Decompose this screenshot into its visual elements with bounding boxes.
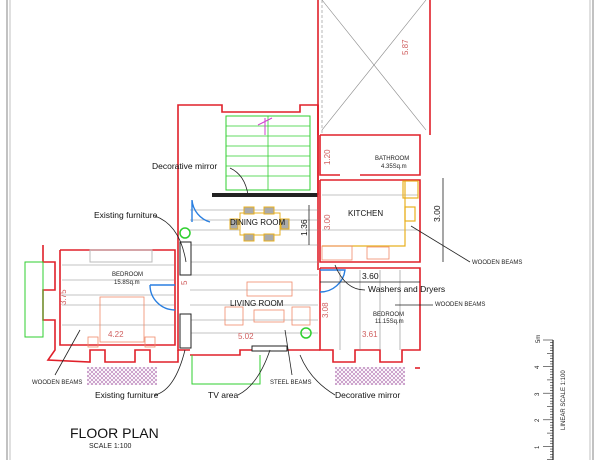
staircase <box>177 104 319 197</box>
annotation-existing-furniture-bottom: Existing furniture <box>95 390 159 400</box>
door-bedroom-right <box>319 269 346 293</box>
room-bedroom-right-area: 11.15Sq.m <box>375 319 404 325</box>
kitchen-furniture <box>321 180 419 261</box>
beam-lines <box>62 194 418 350</box>
drawing-scale: SCALE 1:100 <box>89 443 132 450</box>
linear-scale: 5m 4 3 2 1 LINEAR SCALE 1:100 <box>535 335 567 460</box>
scale-tick-5m: 5m <box>536 335 542 343</box>
leader-lines <box>54 167 471 396</box>
room-bedroom-right: BEDROOM <box>373 312 404 318</box>
annotation-steel-beams: STEEL BEAMS <box>270 380 311 386</box>
room-bedroom-left: BEDROOM <box>112 272 143 278</box>
dim-bathroom: 1.20 <box>323 149 332 165</box>
scale-tick-2: 2 <box>535 418 541 422</box>
dim-bedroom-left-w: 4.22 <box>108 330 124 339</box>
annotation-wooden-beams-left: WOODEN BEAMS <box>32 380 82 386</box>
door-dining <box>191 199 211 223</box>
room-living: LIVING ROOM <box>230 299 284 308</box>
scale-label: LINEAR SCALE 1:100 <box>561 370 567 430</box>
dim-kitchen-outer: 3.00 <box>432 205 442 222</box>
annotation-wooden-beams-bedroom: WOODEN BEAMS <box>435 302 485 308</box>
dining-table <box>229 206 290 242</box>
scale-tick-3: 3 <box>535 392 541 396</box>
bedroom-left-furniture <box>24 249 176 348</box>
dim-living-w: 5.02 <box>238 332 254 341</box>
sheet-border <box>6 0 594 460</box>
room-kitchen: KITCHEN <box>348 209 383 218</box>
scale-tick-1: 1 <box>535 445 541 449</box>
dim-bedroom-left-h: 3.75 <box>59 289 68 305</box>
shaft: 5.87 <box>317 0 431 135</box>
dim-bedroom-right-w: 3.61 <box>362 330 378 339</box>
annotation-decorative-mirror-bottom: Decorative mirror <box>335 390 400 400</box>
dim-bedroom-right-h: 3.08 <box>321 302 330 318</box>
drawing-title: FLOOR PLAN <box>70 425 159 441</box>
room-bedroom-left-area: 15.8Sq.m <box>114 280 140 286</box>
dim-dining: 1.36 <box>299 219 309 236</box>
annotation-washers-dryers: Washers and Dryers <box>368 284 445 294</box>
dim-shaft: 5.87 <box>401 39 410 55</box>
annotation-existing-furniture-top: Existing furniture <box>94 210 158 220</box>
room-bathroom: BATHROOM <box>375 156 409 162</box>
walls <box>42 105 421 369</box>
scale-tick-4: 4 <box>535 365 541 369</box>
annotation-decorative-mirror-top: Decorative mirror <box>152 161 217 171</box>
hatched-areas <box>87 355 405 385</box>
dim-kitchen-width: 3.60 <box>362 271 379 281</box>
annotation-tv-area: TV area <box>208 390 239 400</box>
dim-wall: 5 <box>180 280 189 285</box>
room-dining: DINING ROOM <box>230 218 285 227</box>
room-bathroom-area: 4.35Sq.m <box>381 164 407 170</box>
dim-kitchen: 3.00 <box>323 214 332 230</box>
annotation-wooden-beams-kitchen: WOODEN BEAMS <box>472 260 522 266</box>
